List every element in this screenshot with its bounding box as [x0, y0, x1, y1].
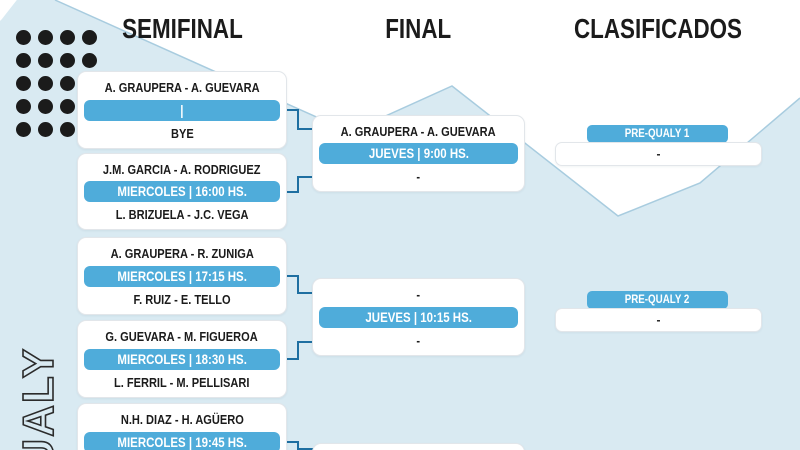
- dot: [16, 122, 31, 137]
- match-team-top: J.M. GARCIA - A. RODRIGUEZ: [103, 161, 261, 177]
- dot: [60, 122, 75, 137]
- match-team-top: -: [416, 286, 421, 302]
- pre-qualy-1-pill: PRE-QUALY 1: [587, 125, 728, 143]
- pre-qualy-2-pill: PRE-QUALY 2: [587, 291, 728, 309]
- semifinal-match-card-2: J.M. GARCIA - A. RODRIGUEZ MIERCOLES | 1…: [77, 153, 287, 230]
- dot: [82, 53, 97, 68]
- dot: [38, 122, 53, 137]
- semifinal-match-card-4: G. GUEVARA - M. FIGUEROA MIERCOLES | 18:…: [77, 320, 287, 398]
- match-schedule-bar: JUEVES | 10:15 HS.: [319, 306, 518, 328]
- final-match-card-3: [312, 443, 525, 450]
- semifinal-match-card-5: N.H. DIAZ - H. AGÜERO MIERCOLES | 19:45 …: [77, 403, 287, 450]
- dot: [82, 30, 97, 45]
- match-team-bottom: -: [416, 168, 421, 184]
- match-schedule-bar: JUEVES | 9:00 HS.: [319, 143, 518, 164]
- match-team-bottom: L. BRIZUELA - J.C. VEGA: [115, 206, 249, 222]
- final-match-card-1: A. GRAUPERA - A. GUEVARA JUEVES | 9:00 H…: [312, 115, 525, 192]
- dot: [16, 30, 31, 45]
- column-header-semifinal-label: SEMIFINAL: [121, 13, 243, 44]
- match-schedule-bar: MIERCOLES | 16:00 HS.: [84, 181, 280, 202]
- match-team-top: G. GUEVARA - M. FIGUEROA: [105, 328, 259, 344]
- column-header-clasificados: CLASIFICADOS: [552, 13, 764, 45]
- pre-qualy-1-value-box: -: [555, 142, 762, 166]
- match-team-top: N.H. DIAZ - H. AGÜERO: [120, 411, 244, 427]
- dot: [60, 99, 75, 114]
- match-team-bottom: -: [416, 332, 421, 348]
- match-team-bottom: F. RUIZ - E. TELLO: [133, 291, 231, 307]
- dot: [60, 30, 75, 45]
- match-team-bottom: BYE: [170, 125, 194, 141]
- dot: [16, 76, 31, 91]
- pre-qualy-2-value-box: -: [555, 308, 762, 332]
- match-schedule-bar: MIERCOLES | 19:45 HS.: [84, 431, 280, 450]
- semifinal-match-card-1: A. GRAUPERA - A. GUEVARA | BYE: [77, 71, 287, 149]
- dot: [60, 76, 75, 91]
- dot: [38, 99, 53, 114]
- column-header-semifinal: SEMIFINAL: [77, 13, 287, 45]
- column-header-final: FINAL: [312, 13, 525, 45]
- dot: [16, 53, 31, 68]
- column-header-final-label: FINAL: [385, 13, 452, 44]
- match-team-top: A. GRAUPERA - A. GUEVARA: [104, 79, 260, 95]
- match-team-top: A. GRAUPERA - A. GUEVARA: [341, 123, 496, 139]
- dot: [38, 30, 53, 45]
- dot: [38, 53, 53, 68]
- column-header-clasificados-label: CLASIFICADOS: [574, 13, 742, 44]
- match-schedule-bar: |: [84, 99, 280, 121]
- match-team-bottom: L. FERRIL - M. PELLISARI: [114, 374, 250, 390]
- match-team-top: A. GRAUPERA - R. ZUNIGA: [110, 245, 254, 261]
- dot: [16, 99, 31, 114]
- final-match-card-2: - JUEVES | 10:15 HS. -: [312, 278, 525, 356]
- match-schedule-bar: MIERCOLES | 18:30 HS.: [84, 348, 280, 370]
- dot: [60, 53, 75, 68]
- semifinal-match-card-3: A. GRAUPERA - R. ZUNIGA MIERCOLES | 17:1…: [77, 237, 287, 315]
- match-schedule-bar: MIERCOLES | 17:15 HS.: [84, 265, 280, 287]
- dot: [38, 76, 53, 91]
- vertical-decor-text: PRE-QUALY: [13, 346, 64, 450]
